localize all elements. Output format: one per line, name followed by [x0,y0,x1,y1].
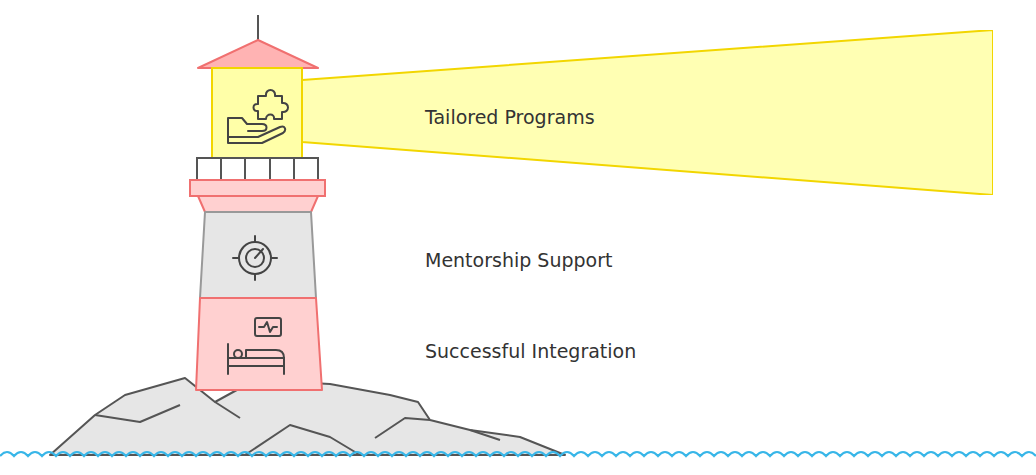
section-label: Mentorship Support [425,249,612,271]
lantern-room [212,68,302,158]
gauge-icon [233,236,277,280]
gallery [190,180,325,196]
light-beam: Tailored Programs [302,30,993,195]
gallery-base [198,196,318,212]
beam-outline [302,30,993,195]
antenna [257,15,259,42]
tower-base [196,298,322,390]
waves [0,452,1036,456]
beam-shape [302,30,993,195]
bed-monitor-icon [228,318,284,374]
tower-middle [200,212,316,298]
roof [198,40,318,68]
puzzle-hand-icon [228,90,288,143]
section-label: Successful Integration [425,340,636,362]
beam-label: Tailored Programs [425,106,595,128]
railing [197,158,318,180]
